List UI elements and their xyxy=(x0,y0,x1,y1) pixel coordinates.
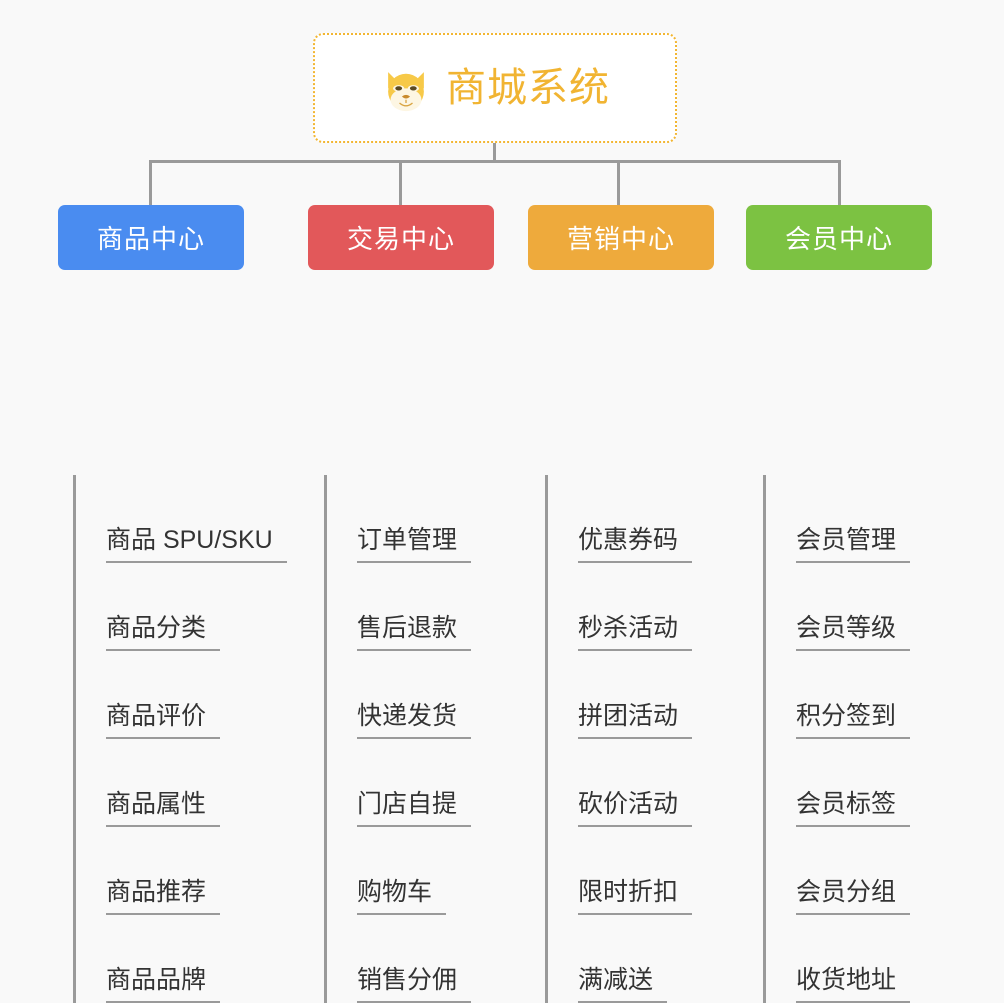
list-item[interactable]: 收货地址 xyxy=(766,915,911,1003)
connector-drop-4 xyxy=(838,160,841,205)
list-item[interactable]: 门店自提 xyxy=(327,739,472,827)
list-item[interactable]: 快递发货 xyxy=(327,651,472,739)
leaf-label: 会员标签 xyxy=(796,790,911,827)
category-label: 交易中心 xyxy=(346,224,455,254)
branch-column-1: 商品中心 商品 SPU/SKU 商品分类 商品评价 商品属性 商品推荐 商品品牌 xyxy=(58,205,308,1003)
category-header-1[interactable]: 商品中心 xyxy=(58,205,244,270)
shiba-dog-face-icon xyxy=(380,64,432,116)
leaf-label: 限时折扣 xyxy=(578,878,693,915)
list-item[interactable]: 商品品牌 xyxy=(76,915,287,1003)
leaf-label: 收货地址 xyxy=(796,966,911,1003)
leaf-label: 会员分组 xyxy=(796,878,911,915)
category-header-4[interactable]: 会员中心 xyxy=(746,205,932,270)
list-item[interactable]: 商品 SPU/SKU xyxy=(76,475,287,563)
leaf-label: 会员管理 xyxy=(796,526,911,563)
branch-column-3: 营销中心 优惠券码 秒杀活动 拼团活动 砍价活动 限时折扣 满减送 xyxy=(528,205,746,1003)
leaf-label: 商品评价 xyxy=(106,702,221,739)
leaf-list-3: 优惠券码 秒杀活动 拼团活动 砍价活动 限时折扣 满减送 xyxy=(545,475,693,1003)
list-item[interactable]: 限时折扣 xyxy=(548,827,693,915)
leaf-label: 购物车 xyxy=(357,878,447,915)
list-item[interactable]: 会员标签 xyxy=(766,739,911,827)
list-item[interactable]: 秒杀活动 xyxy=(548,563,693,651)
branch-column-2: 交易中心 订单管理 售后退款 快递发货 门店自提 购物车 销售分佣 xyxy=(308,205,528,1003)
branch-column-4: 会员中心 会员管理 会员等级 积分签到 会员标签 会员分组 收货地址 xyxy=(746,205,966,1003)
leaf-list-2: 订单管理 售后退款 快递发货 门店自提 购物车 销售分佣 xyxy=(324,475,472,1003)
category-header-2[interactable]: 交易中心 xyxy=(308,205,494,270)
root-title: 商城系统 xyxy=(446,66,610,110)
leaf-label: 积分签到 xyxy=(796,702,911,739)
list-item[interactable]: 购物车 xyxy=(327,827,471,915)
leaf-label: 满减送 xyxy=(578,966,668,1003)
list-item[interactable]: 积分签到 xyxy=(766,651,911,739)
connector-drop-2 xyxy=(399,160,402,205)
list-item[interactable]: 会员等级 xyxy=(766,563,911,651)
list-item[interactable]: 商品属性 xyxy=(76,739,287,827)
list-item[interactable]: 满减送 xyxy=(548,915,692,1003)
leaf-label: 商品分类 xyxy=(106,614,221,651)
list-item[interactable]: 会员分组 xyxy=(766,827,911,915)
leaf-label: 商品 SPU/SKU xyxy=(106,526,287,563)
list-item[interactable]: 商品评价 xyxy=(76,651,287,739)
leaf-label: 订单管理 xyxy=(357,526,472,563)
list-item[interactable]: 销售分佣 xyxy=(327,915,472,1003)
category-label: 商品中心 xyxy=(96,224,205,254)
list-item[interactable]: 优惠券码 xyxy=(548,475,693,563)
leaf-label: 售后退款 xyxy=(357,614,472,651)
leaf-label: 商品推荐 xyxy=(106,878,221,915)
list-item[interactable]: 砍价活动 xyxy=(548,739,693,827)
connector-drop-1 xyxy=(149,160,152,205)
leaf-label: 秒杀活动 xyxy=(578,614,693,651)
list-item[interactable]: 拼团活动 xyxy=(548,651,693,739)
leaf-label: 门店自提 xyxy=(357,790,472,827)
connector-root-stem xyxy=(493,143,496,163)
leaf-label: 快递发货 xyxy=(357,702,472,739)
list-item[interactable]: 售后退款 xyxy=(327,563,472,651)
list-item[interactable]: 商品分类 xyxy=(76,563,287,651)
list-item[interactable]: 会员管理 xyxy=(766,475,911,563)
leaf-label: 优惠券码 xyxy=(578,526,693,563)
leaf-list-4: 会员管理 会员等级 积分签到 会员标签 会员分组 收货地址 xyxy=(763,475,911,1003)
leaf-list-1: 商品 SPU/SKU 商品分类 商品评价 商品属性 商品推荐 商品品牌 xyxy=(73,475,287,1003)
connector-horizontal-bus xyxy=(149,160,841,163)
leaf-label: 销售分佣 xyxy=(357,966,472,1003)
mindmap-canvas: 商城系统 商品中心 商品 SPU/SKU 商品分类 商品评价 商品属性 商品推荐… xyxy=(58,33,966,1003)
root-node[interactable]: 商城系统 xyxy=(313,33,677,143)
list-item[interactable]: 订单管理 xyxy=(327,475,472,563)
list-item[interactable]: 商品推荐 xyxy=(76,827,287,915)
leaf-label: 会员等级 xyxy=(796,614,911,651)
leaf-label: 拼团活动 xyxy=(578,702,693,739)
category-label: 营销中心 xyxy=(566,224,675,254)
category-label: 会员中心 xyxy=(784,224,893,254)
leaf-label: 商品品牌 xyxy=(106,966,221,1003)
category-header-3[interactable]: 营销中心 xyxy=(528,205,714,270)
leaf-label: 商品属性 xyxy=(106,790,221,827)
connector-drop-3 xyxy=(617,160,620,205)
leaf-label: 砍价活动 xyxy=(578,790,693,827)
